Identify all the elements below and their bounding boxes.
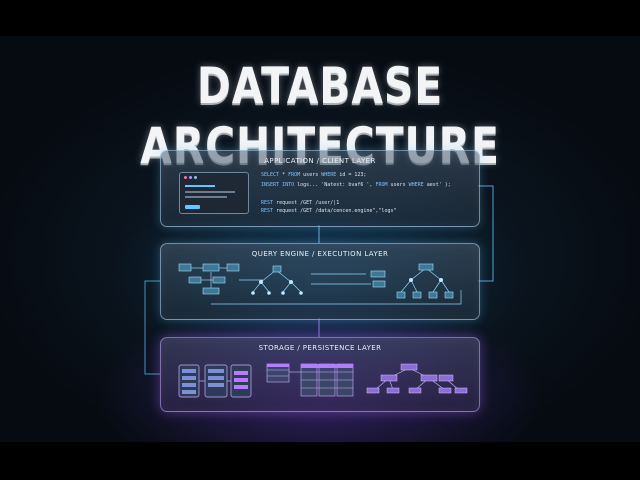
ui-button-icon: [185, 205, 200, 209]
code-line-4: REST request /GET /user/|1: [261, 200, 340, 206]
application-layer-title: APPLICATION / CLIENT LAYER: [264, 157, 376, 165]
letterbox-top: [0, 0, 640, 36]
window-dot-icon: [189, 176, 192, 179]
ui-line-icon: [185, 196, 227, 198]
code-line-2: INSERT INTO logs... 'Natest: bvaf6 ', FR…: [261, 182, 451, 188]
ui-line-icon: [185, 191, 235, 193]
storage-layer-panel: STORAGE / PERSISTENCE LAYER: [160, 337, 480, 412]
window-dot-icon: [184, 176, 187, 179]
code-line-1: SELECT * FROM users WHERE id = 123;: [261, 172, 367, 178]
ui-line-icon: [185, 185, 215, 187]
storage-diagram: [178, 363, 468, 398]
client-app-window: [179, 172, 249, 214]
code-line-5: REST request /GET /data/cencen.engine","…: [261, 208, 397, 214]
letterbox-bottom: [0, 442, 640, 480]
application-layer-panel: APPLICATION / CLIENT LAYER SELECT * FROM…: [160, 150, 480, 227]
window-dot-icon: [194, 176, 197, 179]
query-engine-layer-panel: QUERY ENGINE / EXECUTION LAYER: [160, 243, 480, 320]
query-plan-diagram: [178, 263, 462, 305]
query-engine-layer-title: QUERY ENGINE / EXECUTION LAYER: [251, 250, 389, 258]
storage-layer-title: STORAGE / PERSISTENCE LAYER: [258, 344, 382, 352]
